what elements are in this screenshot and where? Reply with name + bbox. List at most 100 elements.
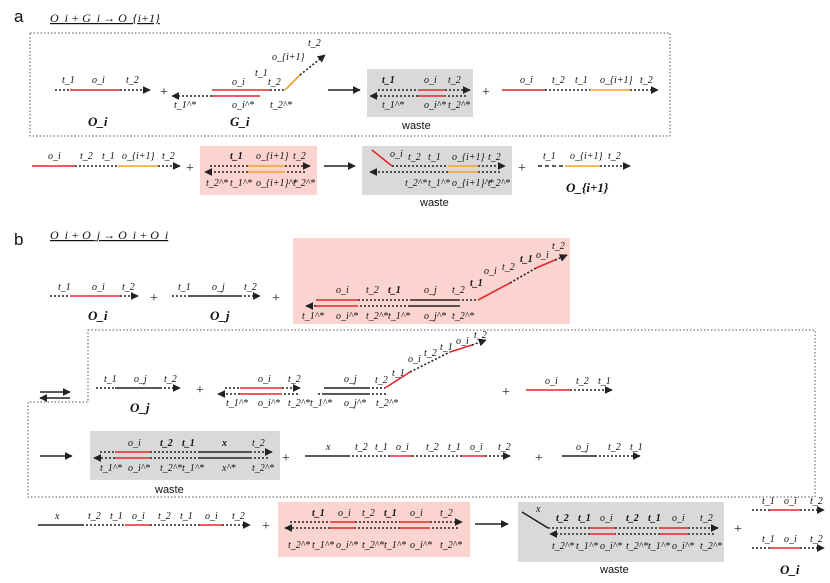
domain-label: t_1	[428, 152, 441, 163]
domain-label: t_2^*	[448, 100, 470, 111]
domain-label: t_1	[392, 368, 405, 379]
domain-label: t_2	[355, 442, 368, 453]
domain-label: o_i	[410, 508, 423, 519]
domain-label: t_2	[502, 262, 515, 273]
waste-label: waste	[599, 564, 629, 576]
domain-label: t_1	[470, 278, 483, 289]
domain-label: t_2	[88, 511, 101, 522]
domain-label: o_i	[470, 442, 483, 453]
domain-label: o_i	[258, 374, 271, 385]
domain-label: o_j	[212, 282, 225, 293]
domain-label: t_1	[440, 342, 453, 353]
domain-label: t_1	[578, 513, 591, 524]
strand	[477, 282, 511, 301]
domain-label: t_2	[122, 282, 135, 293]
domain-label: o_j	[134, 374, 147, 385]
domain-label: o_j	[576, 442, 589, 453]
highlight-box-b2	[278, 502, 470, 557]
highlight-box-b1	[293, 238, 570, 324]
domain-label: t_1	[182, 438, 195, 449]
domain-label: t_2	[408, 152, 421, 163]
strand-lines	[32, 54, 825, 552]
domain-label: o_i	[132, 511, 145, 522]
domain-label: t_1	[110, 511, 123, 522]
plus-sign: +	[282, 451, 290, 466]
domain-label: t_2	[498, 442, 511, 453]
domain-label: t_1	[62, 75, 75, 86]
domain-label: o_i^*	[410, 540, 432, 551]
domain-label: o_i	[128, 438, 141, 449]
domain-label: x	[54, 511, 60, 522]
strand	[384, 371, 411, 389]
domain-label: t_1^*	[226, 398, 248, 409]
domain-label: t_1	[255, 68, 268, 79]
species-label-gi: G_i	[230, 114, 250, 129]
domain-label: o_i	[48, 151, 61, 162]
species-label-oi: O_i	[88, 114, 108, 129]
waste-label: waste	[154, 484, 184, 496]
plus-sign: +	[502, 385, 510, 400]
domain-label: t_1	[762, 496, 775, 507]
plus-sign: +	[186, 161, 194, 176]
strand	[471, 338, 487, 347]
strand	[371, 149, 393, 167]
domain-label: o_i^*	[600, 541, 622, 552]
domain-label: t_2	[308, 38, 321, 49]
reaction-equation-a: O_i + G_i → O_{i+1}	[50, 11, 160, 25]
domain-label: t_1^*	[576, 541, 598, 552]
waste-box-a2	[362, 146, 512, 195]
strand	[509, 267, 537, 284]
domain-label: o_i	[456, 336, 469, 347]
domain-label: t_1	[384, 508, 397, 519]
domain-label: o_i	[784, 534, 797, 545]
domain-label: t_2	[576, 376, 589, 387]
domain-label: o_i	[536, 250, 549, 261]
domain-label: t_2^*	[376, 398, 398, 409]
domain-label: t_2	[362, 508, 375, 519]
plus-sign: +	[535, 451, 543, 466]
waste-box-b1	[90, 431, 280, 480]
domain-label: t_2	[810, 534, 823, 545]
domain-label: t_2	[252, 438, 265, 449]
domain-label: t_1^*	[302, 311, 324, 322]
species-label-oj: O_j	[130, 400, 150, 415]
domain-label: o_i	[92, 282, 105, 293]
domain-label: t_1	[762, 534, 775, 545]
domain-label: o_i^*	[232, 100, 254, 111]
dotted-frame-b	[27, 329, 816, 498]
domain-label: o_j	[344, 374, 357, 385]
species-label-oj: O_j	[210, 308, 230, 323]
domain-label: t_2^*	[440, 540, 462, 551]
domain-label: o_i	[672, 513, 685, 524]
domain-label: t_1^*	[182, 463, 204, 474]
domain-label: t_2	[268, 77, 281, 88]
domain-label: t_1	[630, 442, 643, 453]
waste-box-a1	[367, 69, 473, 117]
domain-label: o_i	[520, 75, 533, 86]
domain-label: t_2	[552, 241, 565, 252]
strand	[409, 351, 451, 373]
domain-label: t_1	[448, 442, 461, 453]
domain-label: t_2^*	[252, 463, 274, 474]
domain-label: o_j	[424, 285, 437, 296]
domain-label: t_1	[575, 75, 588, 86]
domain-label: t_1^*	[230, 178, 252, 189]
plus-sign: +	[272, 291, 280, 306]
domain-label: t_2	[608, 151, 621, 162]
domain-label: x	[221, 438, 227, 449]
domain-label: t_2	[288, 374, 301, 385]
domain-label: t_2	[810, 496, 823, 507]
domain-label: t_2	[366, 285, 379, 296]
labels: a O_i + G_i → O_{i+1} b O_i + O_j → O_i …	[14, 7, 823, 577]
domain-label: x	[325, 442, 331, 453]
domain-label: t_1^*	[388, 311, 410, 322]
waste-label: waste	[419, 197, 449, 209]
domain-label: o_j^*	[344, 398, 366, 409]
domain-label: x	[535, 504, 541, 515]
plus-sign: +	[734, 522, 742, 537]
domain-label: o_i	[336, 285, 349, 296]
domain-label: o_i^*	[336, 311, 358, 322]
domain-label: o_{i+1}	[256, 151, 289, 162]
domain-label: t_1	[180, 511, 193, 522]
